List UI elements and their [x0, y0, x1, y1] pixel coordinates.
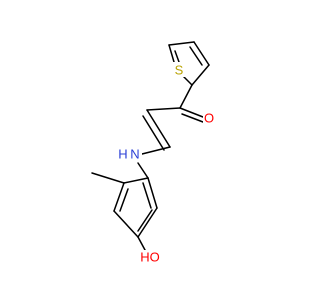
atom-label-amine: H N — [118, 147, 139, 162]
bond-ar4-oh — [137, 236, 146, 251]
bond-c2-carbonyl — [179, 84, 193, 109]
bond-c5-s-double — [174, 50, 180, 63]
bond-ar3-ar4 — [113, 210, 139, 238]
bond-carbonyl-o — [179, 107, 204, 118]
bond-c3-c4 — [193, 41, 210, 66]
bond-ar4-ar5-double — [137, 209, 153, 232]
bond-ar2-ar3-double — [119, 188, 129, 212]
atom-label-hydroxyl: HO — [140, 250, 160, 265]
bond-ar1-ar6-double — [142, 182, 152, 209]
atom-label-sulfur: S — [175, 63, 184, 78]
bond-n-aryl — [137, 162, 149, 179]
bond-ar1-ar6 — [147, 177, 158, 209]
bond-c3-c4-double — [189, 46, 203, 66]
bond-ar2-methyl — [91, 172, 125, 184]
bond-c4-c5 — [168, 41, 195, 46]
bond-ar1-ar2 — [123, 177, 149, 184]
atom-label-oxygen: O — [204, 111, 214, 126]
molecule-structure: S O H N HO — [91, 41, 216, 265]
aryl-ring — [113, 177, 158, 238]
bond-carbonyl-alpha — [146, 107, 181, 111]
bond-beta-n — [141, 146, 171, 155]
bond-c2-c3 — [191, 64, 210, 86]
thiophene-ring — [168, 41, 210, 86]
bond-ar4-ar5 — [137, 207, 158, 238]
bond-alpha-beta — [146, 109, 171, 148]
bond-c5-s — [168, 44, 175, 63]
bond-ar2-ar3 — [113, 182, 125, 212]
bond-alpha-beta-double — [142, 115, 165, 151]
bond-carbonyl-o-double — [181, 113, 204, 123]
